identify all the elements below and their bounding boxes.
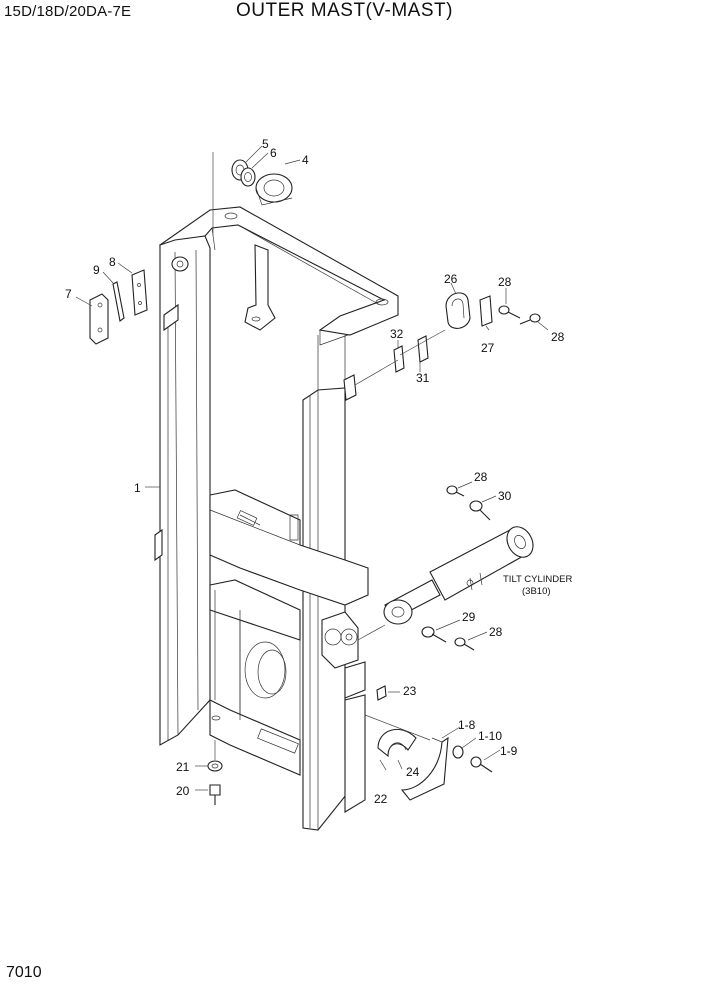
page-number: 7010 [6, 964, 42, 981]
callout-26: 26 [444, 272, 458, 286]
part-plate-27 [479, 295, 493, 327]
part-cap-1-8 [400, 736, 449, 801]
callout-23: 23 [403, 684, 417, 698]
part-pin-30 [469, 500, 491, 521]
part-shim-8 [131, 269, 148, 316]
callout-20: 20 [176, 784, 190, 798]
callout-8: 8 [109, 255, 116, 269]
callout-22: 22 [374, 792, 388, 806]
part-washer-6 [240, 167, 256, 187]
leader-lines [75, 145, 549, 791]
tilt-cylinder-ref: (3B10) [522, 586, 551, 597]
part-bolt-28-right [519, 313, 541, 325]
outer-mast-frame [154, 206, 399, 831]
callout-30: 30 [498, 489, 512, 503]
part-grease-nipple-23 [376, 685, 387, 701]
callout-9: 9 [93, 263, 100, 277]
callout-28-right: 28 [551, 330, 565, 344]
parts-group [89, 152, 541, 805]
part-washer-21 [207, 760, 223, 772]
part-bolt-20 [209, 784, 221, 805]
callout-1-10: 1-10 [478, 729, 502, 743]
part-bolt-1-9 [470, 756, 493, 773]
part-shim-31 [417, 335, 429, 363]
part-shim-24 [387, 742, 407, 753]
callout-5: 5 [262, 137, 269, 151]
callout-29: 29 [462, 610, 476, 624]
part-bolt-28-upper [498, 305, 521, 319]
callout-1-8: 1-8 [458, 718, 476, 732]
part-bolt-28-cyl-lower [454, 637, 475, 651]
model-code: 15D/18D/20DA-7E [4, 3, 132, 20]
callout-28-top: 28 [498, 275, 512, 289]
part-shim-9 [112, 281, 125, 322]
part-washer-1-10 [452, 745, 464, 759]
part-shim-32 [393, 345, 405, 373]
callout-31: 31 [416, 371, 430, 385]
tilt-cylinder [383, 526, 534, 625]
callout-6: 6 [270, 146, 277, 160]
part-bolt-28-cyl-upper [446, 485, 465, 497]
callout-labels: 1 4 5 6 7 8 9 20 21 22 23 24 26 27 28 28… [65, 137, 572, 806]
callout-27: 27 [481, 341, 495, 355]
part-pin-29 [421, 626, 447, 643]
callout-1: 1 [134, 481, 141, 495]
callout-21: 21 [176, 760, 190, 774]
callout-4: 4 [302, 153, 309, 167]
part-clamp-26 [445, 292, 471, 329]
callout-32: 32 [390, 327, 404, 341]
tilt-cylinder-label: TILT CYLINDER [503, 574, 572, 585]
part-roller-4 [255, 173, 293, 206]
callout-7: 7 [65, 287, 72, 301]
part-pad-7 [89, 293, 109, 345]
page-title: OUTER MAST(V-MAST) [236, 0, 453, 21]
part-stud [171, 256, 189, 272]
callout-28-cyl-lower: 28 [489, 625, 503, 639]
callout-1-9: 1-9 [500, 744, 518, 758]
callout-24: 24 [406, 765, 420, 779]
callout-28-cyl-upper: 28 [474, 470, 488, 484]
